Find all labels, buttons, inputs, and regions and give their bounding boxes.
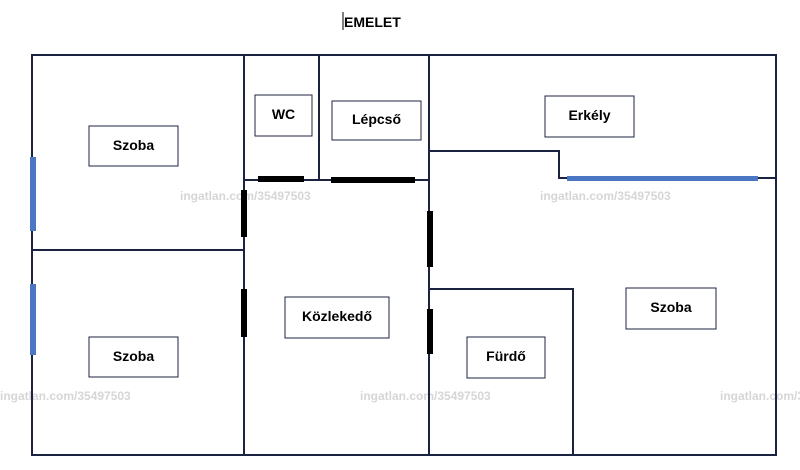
door-szoba-bottom-left [241,289,247,337]
room-label-szoba-bottom-left: Szoba [88,336,179,378]
window-szoba-top-left [30,157,36,231]
room-label-lepcso: Lépcső [331,100,422,141]
room-label-erkely: Erkély [544,95,635,138]
room-label-szoba-top-left: Szoba [88,125,179,167]
watermark-text: ingatlan.com/35497503 [540,189,671,203]
door-furdo [427,309,433,354]
window-szoba-bottom-left [30,284,36,355]
watermark-text: ingatlan.com/35497503 [720,389,800,403]
windows [30,157,758,355]
room-labels: Szoba Szoba WC Lépcső Erkély Közlekedő F… [88,94,717,379]
room-name: Közlekedő [302,308,372,324]
room-name: Szoba [650,299,691,315]
room-label-kozlekedo: Közlekedő [284,296,390,339]
outer-wall [31,54,777,456]
watermark-text: ingatlan.com/35497503 [0,389,131,403]
window-balcony-door [567,176,758,181]
wall-bathroom [429,288,574,455]
room-label-furdo: Fürdő [466,336,546,379]
room-label-wc: WC [254,94,313,137]
room-name: Erkély [568,107,610,123]
room-name: WC [272,106,295,122]
room-label-szoba-right: Szoba [625,287,717,330]
door-szoba-top-left [241,190,247,237]
door-szoba-right [427,211,433,267]
room-name: Lépcső [352,111,401,127]
door-lepcso [331,177,415,183]
wall-balcony [429,150,776,179]
room-name: Szoba [113,137,154,153]
door-wc [258,176,304,182]
watermark-text: ingatlan.com/35497503 [360,389,491,403]
doors [241,176,433,354]
plan-title: EMELET [344,14,401,30]
room-name: Szoba [113,348,154,364]
room-name: Fürdő [486,348,526,364]
